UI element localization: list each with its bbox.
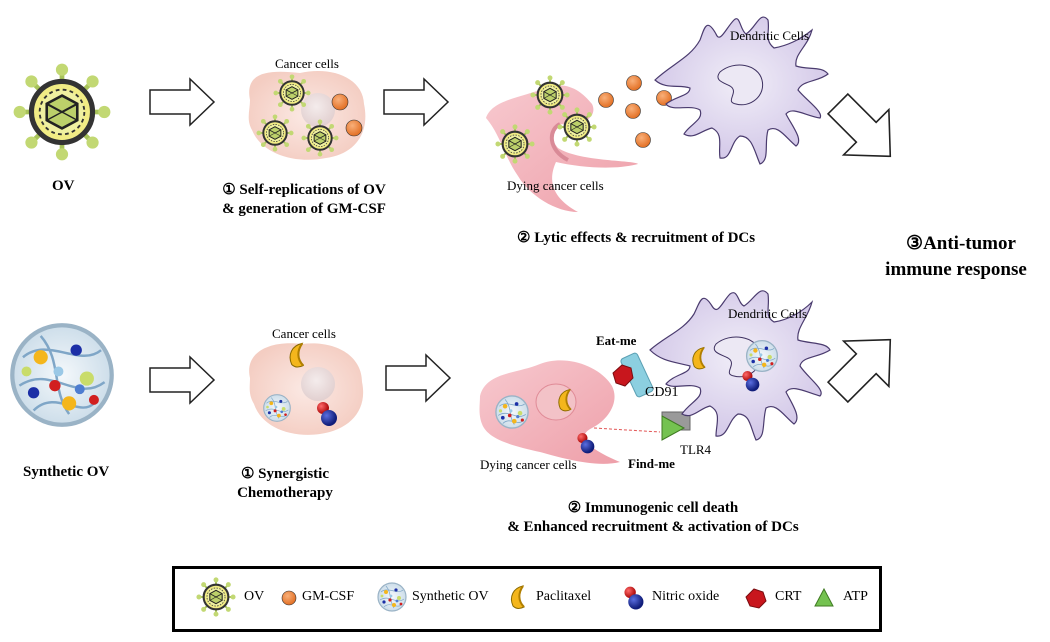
step2-top: ② Lytic effects & recruitment of DCs [517,230,756,246]
dendritic-cells-label-top: Dendritic Cells [730,28,810,43]
atp-tlr4-signal [593,411,691,441]
atp-icon [661,415,686,441]
dendritic-cell-top [654,16,829,165]
crt-icon [612,364,634,387]
ov-virus-icon [255,113,295,153]
synthetic-ov-icon [263,394,291,422]
legend [172,566,882,632]
arrow-down-right-icon [826,92,892,158]
legend-label-synthetic-ov: Synthetic OV [412,589,489,604]
synthetic-ov-icon [495,395,529,429]
dying-cancer-cell-bottom [479,360,620,464]
eat-me-label: Eat-me [596,333,637,348]
legend-label-gm-csf: GM-CSF [302,589,355,604]
dying-cancer-cell-top [486,74,638,212]
step1-top-line2: & generation of GM-CSF [222,201,386,217]
step2-bottom-line1: ② Immunogenic cell death [567,500,739,516]
legend-label-paclitaxel: Paclitaxel [536,589,592,604]
legend-crt-icon [745,588,767,609]
arrow-right-icon [385,354,451,402]
step2-bottom-line2: & Enhanced recruitment & activation of D… [507,519,799,535]
crt-cd91-signal [612,352,654,398]
legend-gm-csf-icon [281,590,297,606]
legend-label-atp: ATP [843,589,868,604]
synthetic-ov-icon [745,339,779,373]
ov-virus-icon [529,74,571,116]
ov-virus-icon [272,73,312,113]
step1-top-line1: ① Self-replications of OV [222,182,386,198]
step1-bottom-line1: ① Synergistic [240,466,330,482]
ov-virus-icon [494,123,536,165]
dying-cells-label-bottom: Dying cancer cells [480,457,577,472]
synthetic-ov-label: Synthetic OV [23,464,110,480]
dendritic-cells-label-bottom: Dendritic Cells [728,306,808,321]
gm-csf-chain [598,75,672,148]
outcome-line2: immune response [885,259,1027,280]
cancer-cells-label-top: Cancer cells [275,56,339,71]
tlr4-label: TLR4 [680,442,712,457]
arrow-right-icon [149,356,215,404]
cancer-cells-label-bottom: Cancer cells [272,326,336,341]
legend-label-nitric-oxide: Nitric oxide [652,589,720,604]
step1-bottom-line2: Chemotherapy [237,485,333,501]
ov-virus-icon [14,64,111,161]
outcome-line1: ③Anti-tumor [906,233,1016,254]
dying-cells-label-top: Dying cancer cells [507,178,604,193]
ov-virus-icon [300,118,340,158]
dendritic-cell-bottom [649,290,831,441]
ov-virus-icon [556,106,598,148]
gm-csf-icon [345,119,363,137]
arrow-right-icon [149,78,215,126]
cancer-cell-top [248,71,366,160]
cancer-cell-bottom [249,342,364,435]
arrow-right-icon [383,78,449,126]
ov-label: OV [52,178,75,194]
gm-csf-icon [331,93,349,111]
legend-atp-icon [814,587,834,607]
find-me-label: Find-me [628,456,675,471]
arrow-up-right-icon [826,338,892,404]
legend-label-ov: OV [244,589,265,604]
cd91-label: CD91 [645,385,679,400]
legend-label-crt: CRT [775,589,802,604]
synthetic-ov-icon [12,325,111,424]
